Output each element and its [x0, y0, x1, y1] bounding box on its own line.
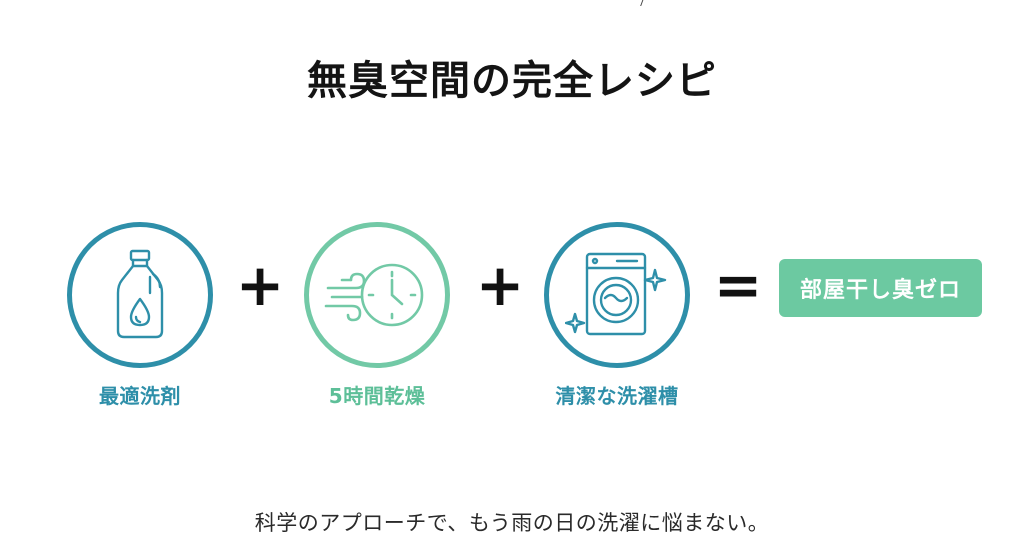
- step-label: 最適洗剤: [99, 384, 181, 408]
- result-badge: 部屋干し臭ゼロ: [779, 259, 982, 317]
- step-detergent: 最適洗剤: [60, 222, 220, 409]
- washing-machine-icon: [565, 252, 667, 336]
- step-circle: [304, 222, 450, 368]
- step-circle: [544, 222, 690, 368]
- step-washing-machine: 清潔な洗濯槽: [537, 222, 697, 409]
- page-title: 無臭空間の完全レシピ: [307, 58, 717, 104]
- plus-sign: +: [235, 251, 285, 319]
- detergent-bottle-icon: [116, 249, 164, 339]
- step-label: 清潔な洗濯槽: [555, 384, 679, 408]
- wind-clock-icon: [324, 263, 424, 327]
- step-circle: [67, 222, 213, 368]
- decorative-mark: [632, 0, 645, 6]
- step-label: 5時間乾燥: [328, 384, 426, 408]
- page-subtitle: 科学のアプローチで、もう雨の日の洗濯に悩まない。: [254, 511, 770, 535]
- plus-sign: +: [475, 251, 525, 319]
- equals-sign: =: [713, 251, 763, 319]
- step-drying: 5時間乾燥: [297, 222, 457, 409]
